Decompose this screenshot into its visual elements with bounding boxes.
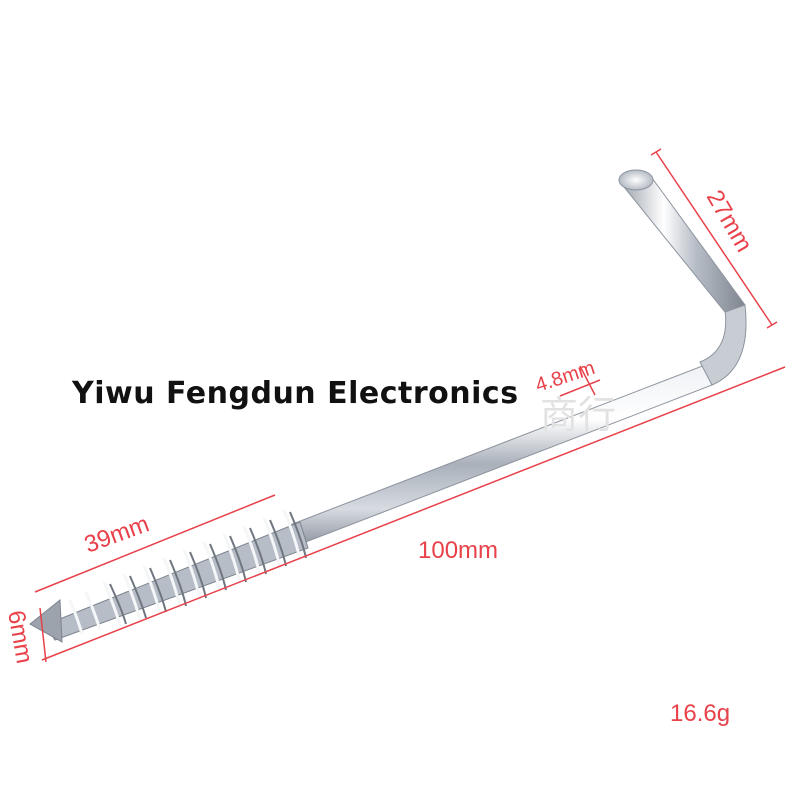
threaded-section [29,509,309,643]
dim-label-100mm: 100mm [418,537,498,564]
watermark-text: Yiwu Fengdun Electronics [72,376,519,411]
dim-label-39mm: 39mm [81,510,153,558]
dim-label-27mm: 27mm [701,186,758,257]
weight-label: 16.6g [670,700,731,727]
screw-shaft [289,304,747,546]
dimension-lines [34,148,786,663]
screw-point [29,598,63,643]
watermark-faint-text: 商行 [540,393,617,437]
dim-label-6mm: 6mm [2,608,38,665]
hook-tip [618,169,654,191]
hook-arm [618,169,746,313]
